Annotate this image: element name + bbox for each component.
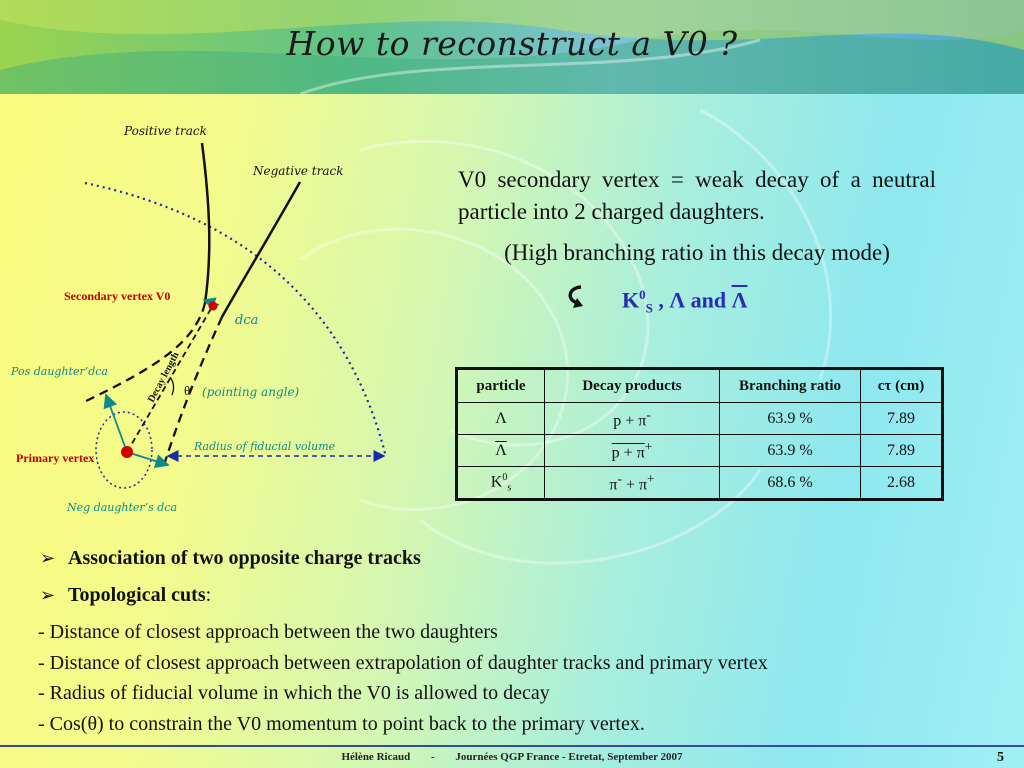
k0s-sup: 0 bbox=[639, 287, 646, 302]
cell-ctau: 2.68 bbox=[860, 466, 943, 500]
slide-title: How to reconstruct a V0 ? bbox=[286, 24, 738, 63]
bullet-association: ➢ Association of two opposite charge trac… bbox=[40, 547, 421, 570]
neg-daughter-dca-label: Neg daughter’s dca bbox=[66, 501, 177, 514]
k0s-sub: S bbox=[645, 300, 653, 316]
primary-dca-ellipse bbox=[95, 411, 153, 489]
pos-daughter-dca-label: Pos daughter’dca bbox=[10, 365, 108, 378]
col-ctau: cτ (cm) bbox=[860, 368, 943, 403]
cell-products: π- + π+ bbox=[544, 466, 720, 500]
theta-label: θ bbox=[184, 383, 190, 398]
page-number: 5 bbox=[997, 750, 1004, 765]
bullet-label: Topological cuts bbox=[68, 584, 206, 606]
footer-author: Hélène Ricaud bbox=[341, 751, 411, 763]
positive-track bbox=[200, 142, 211, 304]
fiducial-radius-label: Radius of fiducial volume bbox=[193, 440, 336, 453]
negative-track-label: Negative track bbox=[252, 164, 344, 178]
products-text: p + π bbox=[611, 444, 645, 462]
col-particle: particle bbox=[456, 368, 545, 403]
v0-diagram: Positive track Negative track Secondary … bbox=[10, 124, 388, 514]
bullet-arrow-icon: ➢ bbox=[40, 548, 56, 569]
pointing-angle-arc bbox=[169, 376, 175, 396]
k0s-sub: s bbox=[507, 482, 512, 494]
neg-dca-arrow bbox=[126, 451, 170, 469]
cell-branching-ratio: 63.9 % bbox=[719, 434, 861, 467]
header-band bbox=[0, 0, 1024, 94]
bullet-label: Association of two opposite charge track… bbox=[68, 547, 421, 569]
k0s-text: K bbox=[490, 473, 503, 491]
v0-species: K0S , Λ and Λ bbox=[622, 287, 747, 317]
list-item: - Distance of closest approach between e… bbox=[38, 651, 768, 674]
products-mid: + π bbox=[621, 476, 648, 494]
decay-length-line bbox=[126, 306, 213, 453]
v0-definition: V0 secondary vertex = weak decay of a ne… bbox=[458, 167, 936, 224]
decay-table: particle Decay products Branching ratio … bbox=[455, 367, 944, 501]
cell-ctau: 7.89 bbox=[860, 434, 943, 467]
table-row: Λ p + π+ 63.9 % 7.89 bbox=[456, 434, 943, 467]
products-text: p + π bbox=[613, 412, 647, 430]
pointing-angle-label: (pointing angle) bbox=[202, 385, 300, 399]
cell-particle: K0s bbox=[456, 466, 545, 500]
products-a-sup: - bbox=[617, 470, 622, 486]
cell-branching-ratio: 68.6 % bbox=[719, 466, 861, 500]
list-item: - Distance of closest approach between t… bbox=[38, 621, 498, 643]
table-header-row: particle Decay products Branching ratio … bbox=[456, 368, 943, 403]
bullet-topological: ➢ Topological cuts: bbox=[40, 584, 211, 607]
col-decay-products: Decay products bbox=[544, 368, 720, 403]
cell-products: p + π- bbox=[544, 402, 720, 435]
neg-extrapolation bbox=[162, 316, 224, 466]
cell-branching-ratio: 63.9 % bbox=[719, 402, 861, 435]
pos-extrapolation bbox=[81, 302, 207, 405]
secondary-vertex-label: Secondary vertex V0 bbox=[64, 289, 170, 303]
header-wave bbox=[0, 0, 1024, 94]
products-sup: + bbox=[644, 438, 653, 454]
secondary-vertex-dot bbox=[208, 301, 218, 311]
antilambda-text: Λ bbox=[495, 441, 507, 459]
cell-ctau: 7.89 bbox=[860, 402, 943, 435]
table-row: Λ p + π- 63.9 % 7.89 bbox=[456, 402, 943, 435]
products-b-sup: + bbox=[647, 470, 655, 486]
list-item: - Radius of fiducial volume in which the… bbox=[38, 682, 550, 704]
footer-separator: - bbox=[430, 751, 435, 763]
positive-track-label: Positive track bbox=[123, 124, 207, 138]
k0s-sup: 0 bbox=[502, 471, 508, 483]
dca-label: dca bbox=[235, 313, 258, 328]
decay-length-label: Decay length bbox=[146, 350, 182, 404]
primary-vertex-label: Primary vertex bbox=[16, 451, 94, 465]
products-a: π bbox=[609, 476, 618, 494]
curved-arrow-icon bbox=[568, 285, 583, 308]
cell-particle: Λ bbox=[456, 434, 545, 467]
products-sup: - bbox=[646, 406, 651, 422]
k0s-symbol: K bbox=[622, 287, 640, 313]
pos-dca-arrow bbox=[103, 393, 128, 453]
bullet-arrow-icon: ➢ bbox=[40, 585, 56, 606]
cell-particle: Λ bbox=[456, 402, 545, 435]
bullet-suffix: : bbox=[205, 584, 212, 606]
footer-divider bbox=[0, 745, 1024, 747]
list-item: - Cos(θ) to constrain the V0 momentum to… bbox=[38, 712, 645, 735]
negative-track bbox=[220, 181, 302, 318]
primary-vertex-dot bbox=[121, 446, 133, 458]
footer: Hélène Ricaud - Journées QGP France - Et… bbox=[0, 751, 1024, 763]
topological-cuts-list: - Distance of closest approach between t… bbox=[38, 617, 768, 739]
antilambda-symbol: Λ bbox=[731, 287, 748, 313]
table-row: K0s π- + π+ 68.6 % 2.68 bbox=[456, 466, 943, 500]
decays-separator: , Λ and bbox=[652, 287, 732, 313]
branching-note: (High branching ratio in this decay mode… bbox=[504, 240, 890, 265]
col-branching-ratio: Branching ratio bbox=[719, 368, 861, 403]
cell-products: p + π+ bbox=[544, 434, 720, 467]
footer-event: Journées QGP France - Etretat, September… bbox=[455, 751, 683, 763]
